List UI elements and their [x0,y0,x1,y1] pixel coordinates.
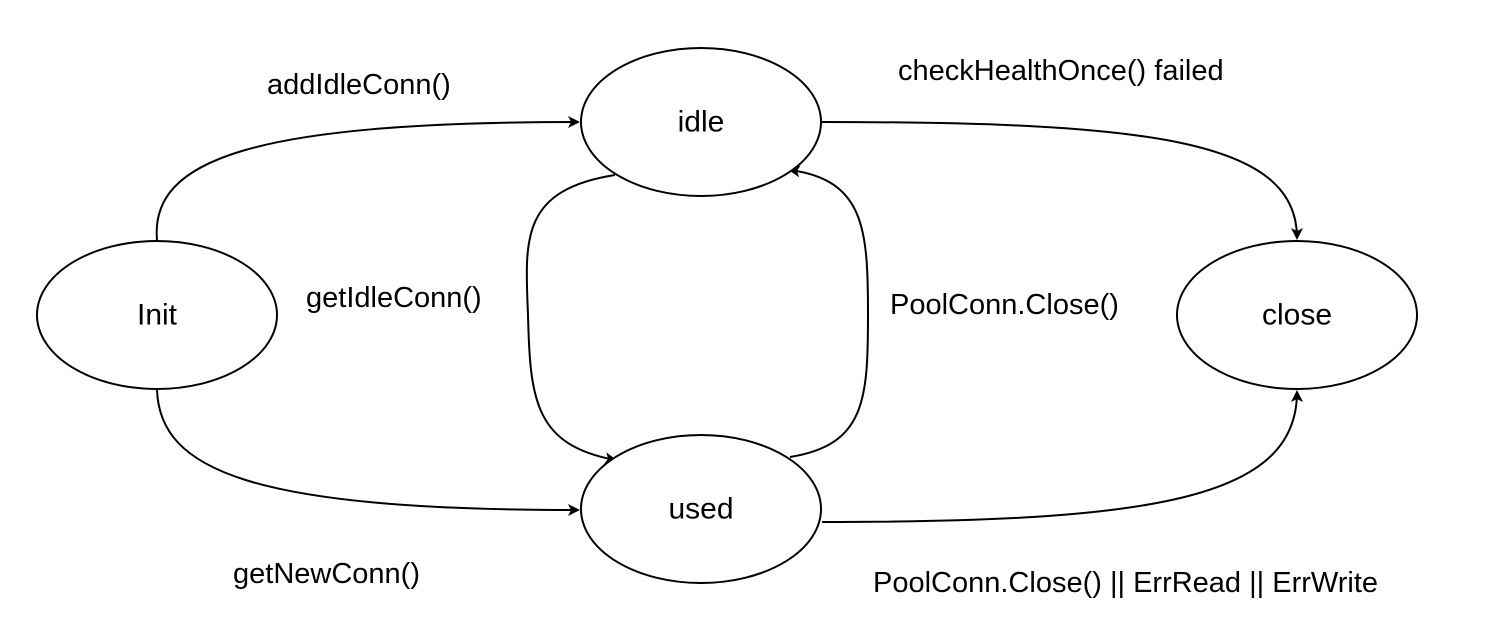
edge-label-check-health-once-failed: checkHealthOnce() failed [898,55,1224,87]
state-used: used [580,434,822,584]
state-close-label: close [1262,299,1332,332]
state-idle: idle [580,47,822,197]
edge-init-to-idle [155,116,580,241]
state-init-shape [36,240,278,390]
edge-label-add-idle-conn: addIdleConn() [267,69,451,101]
state-close: close [1176,240,1418,390]
state-init: Init [36,240,278,390]
state-idle-label: idle [678,106,725,139]
edge-used-to-idle [788,165,870,458]
edge-idle-to-used [525,174,617,465]
edge-used-to-close [821,390,1303,523]
edge-label-get-new-conn: getNewConn() [233,558,420,590]
state-idle-shape [580,47,822,197]
edge-label-get-idle-conn: getIdleConn() [306,282,482,314]
state-used-shape [580,434,822,584]
state-used-label: used [668,493,733,526]
state-init-label: Init [137,299,178,332]
edge-label-pool-conn-close: PoolConn.Close() [890,289,1119,321]
edge-label-pool-conn-close-err: PoolConn.Close() || ErrRead || ErrWrite [873,567,1378,599]
edge-idle-to-close [821,121,1303,240]
state-close-shape [1176,240,1418,390]
edge-init-to-used [156,389,580,516]
